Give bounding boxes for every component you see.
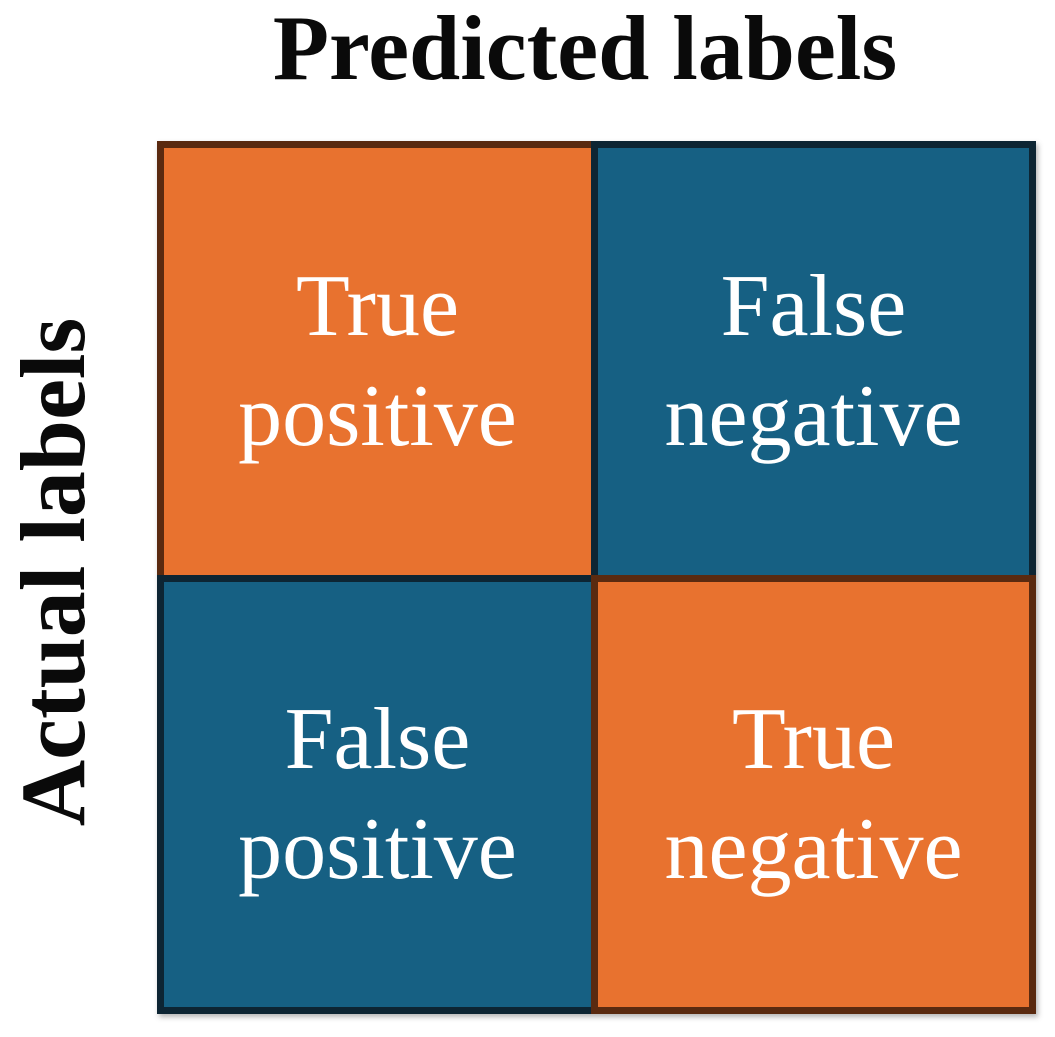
cell-label-line: False [720,257,907,355]
cell-label-line: positive [238,800,517,898]
cell-label-line: True [731,690,896,788]
cell-false-negative: False negative [591,141,1036,582]
cell-label-line: negative [664,367,963,465]
predicted-labels-axis-title: Predicted labels [272,0,898,99]
cell-true-positive: True positive [157,141,598,582]
cell-label-line: True [295,257,460,355]
cell-label-line: negative [664,800,963,898]
cell-true-negative: True negative [591,575,1036,1014]
cell-label-line: False [284,690,471,788]
actual-labels-axis-title: Actual labels [2,317,104,827]
cell-label-line: positive [238,367,517,465]
cell-false-positive: False positive [157,575,598,1014]
